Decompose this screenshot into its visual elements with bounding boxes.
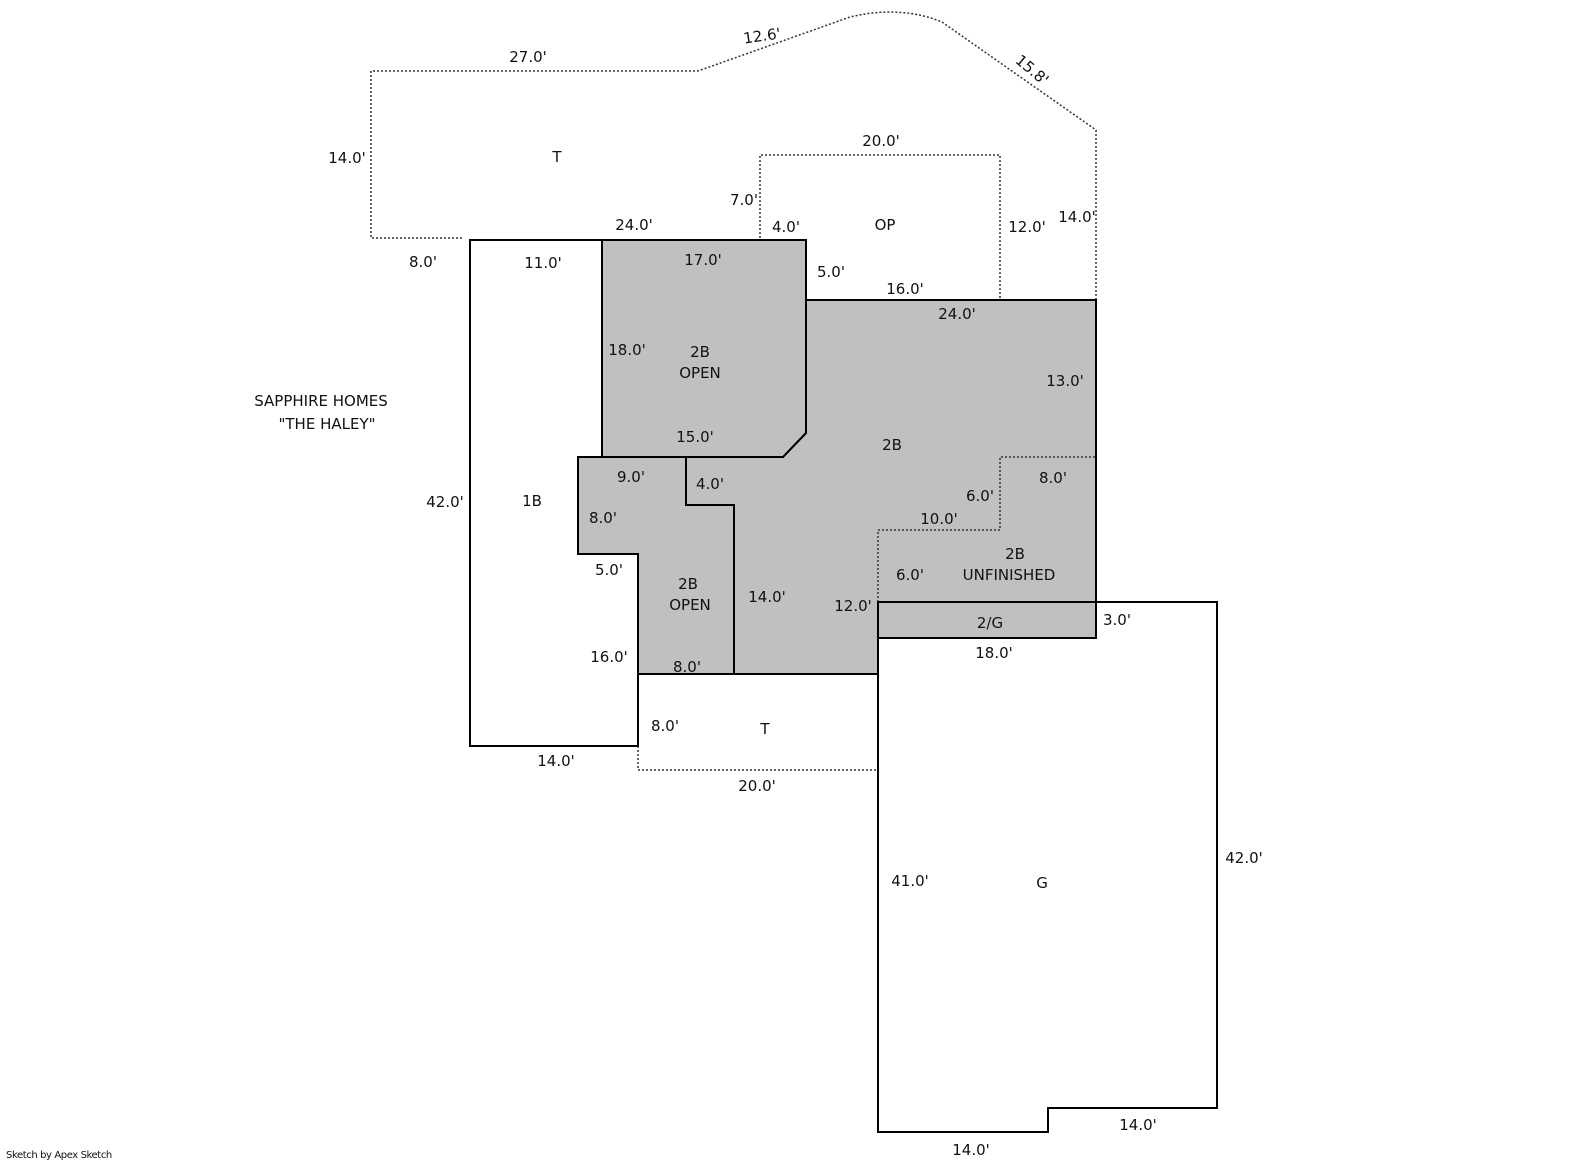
terrace-top-outline xyxy=(370,11,1097,300)
label-terrace-top: T xyxy=(551,148,562,166)
dim-main-top: 24.0' xyxy=(938,305,976,323)
dim-op-left: 7.0' xyxy=(730,191,758,209)
dim-unf-mid: 10.0' xyxy=(920,510,958,528)
open-porch-outline xyxy=(759,154,1001,300)
dim-t-slope2: 15.8' xyxy=(1012,51,1052,89)
dim-t-slope1: 12.6' xyxy=(742,24,782,47)
dim-open2-step: 4.0' xyxy=(696,475,724,493)
label-open-top-1: 2B xyxy=(690,343,710,361)
garage-outline xyxy=(877,601,1218,1133)
dim-g-right: 42.0' xyxy=(1225,849,1263,867)
dim-g-left: 41.0' xyxy=(891,872,929,890)
dim-main-inner: 14.0' xyxy=(748,588,786,606)
label-open-left-1: 2B xyxy=(678,575,698,593)
dim-top-24: 24.0' xyxy=(615,216,653,234)
dim-open-left: 18.0' xyxy=(608,341,646,359)
second-bath-unfinished-area xyxy=(877,456,1096,602)
label-second-bath-main: 2B xyxy=(882,436,902,454)
builder-title: SAPPHIRE HOMES xyxy=(254,392,388,410)
dim-unf-step: 6.0' xyxy=(966,487,994,505)
dim-g-bottom-left: 14.0' xyxy=(952,1141,990,1159)
dim-main-right: 13.0' xyxy=(1046,372,1084,390)
dim-b1-top: 11.0' xyxy=(524,254,562,272)
dim-t2-bottom: 20.0' xyxy=(738,777,776,795)
dim-main-top-left: 16.0' xyxy=(886,280,924,298)
label-open-porch: OP xyxy=(875,216,896,234)
label-first-bedroom: 1B xyxy=(522,492,542,510)
dim-b1-left: 42.0' xyxy=(426,493,464,511)
label-unfinished-1: 2B xyxy=(1005,545,1025,563)
label-open-top-2: OPEN xyxy=(679,364,721,382)
dim-t-top: 27.0' xyxy=(509,48,547,66)
dim-t-bottom-left: 8.0' xyxy=(409,253,437,271)
dim-t2-left: 8.0' xyxy=(651,717,679,735)
label-open-left-2: OPEN xyxy=(669,596,711,614)
label-garage: G xyxy=(1036,874,1048,892)
label-terrace-bottom: T xyxy=(759,720,770,738)
dim-g-bottom-right: 14.0' xyxy=(1119,1116,1157,1134)
sketch-credit: Sketch by Apex Sketch xyxy=(6,1150,112,1161)
dim-g2-right: 3.0' xyxy=(1103,611,1131,629)
model-title: "THE HALEY" xyxy=(278,415,375,433)
dim-open2-bottom: 8.0' xyxy=(673,658,701,676)
dim-main-inner2: 12.0' xyxy=(834,597,872,615)
label-unfinished-2: UNFINISHED xyxy=(963,566,1056,584)
label-garage-second: 2/G xyxy=(977,614,1003,632)
dim-unf-top: 8.0' xyxy=(1039,469,1067,487)
dim-op-top: 20.0' xyxy=(862,132,900,150)
dim-open-top: 17.0' xyxy=(684,251,722,269)
dim-b1-inner: 16.0' xyxy=(590,648,628,666)
dim-t-right: 14.0' xyxy=(1058,208,1096,226)
dim-b1-bottom: 14.0' xyxy=(537,752,575,770)
dim-open2-top: 9.0' xyxy=(617,468,645,486)
dim-op-bottom-left: 4.0' xyxy=(772,218,800,236)
terrace-bottom-outline xyxy=(637,746,878,771)
dim-t-left: 14.0' xyxy=(328,149,366,167)
dim-open-step: 5.0' xyxy=(817,263,845,281)
first-bedroom-outline xyxy=(469,239,639,747)
dim-g2-bottom: 18.0' xyxy=(975,644,1013,662)
dim-open2-left: 8.0' xyxy=(589,509,617,527)
dim-op-right: 12.0' xyxy=(1008,218,1046,236)
dim-b1-step: 5.0' xyxy=(595,561,623,579)
dim-unf-left: 6.0' xyxy=(896,566,924,584)
dim-open-bottom: 15.0' xyxy=(676,428,714,446)
garage-second-area xyxy=(877,601,1097,639)
